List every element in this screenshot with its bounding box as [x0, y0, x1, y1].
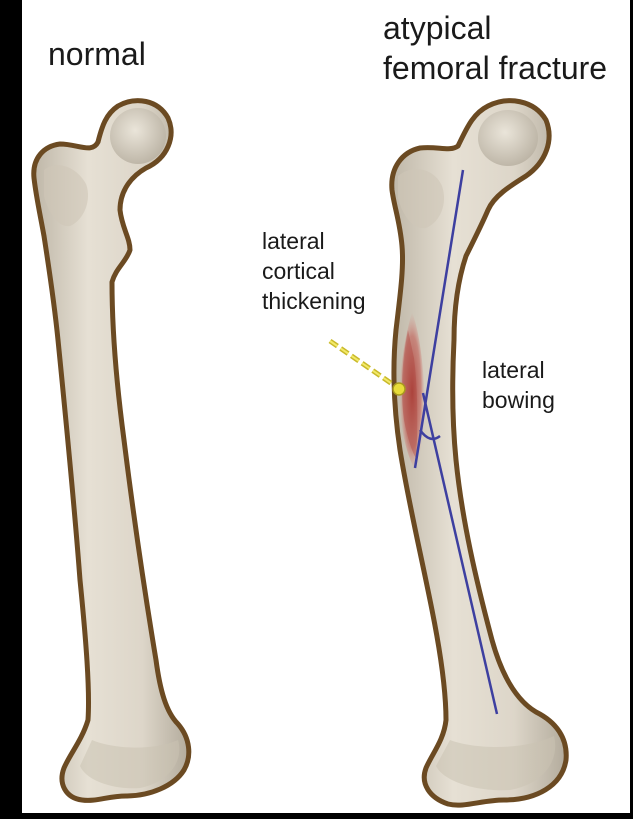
cortical-thickening-label: lateral cortical thickening [262, 226, 366, 316]
affected-femoral-head [478, 110, 538, 166]
bowing-label-line-2: bowing [482, 385, 555, 415]
normal-title: normal [48, 36, 146, 72]
thickening-label-line-1: lateral [262, 226, 366, 256]
affected-title: atypical femoral fracture [383, 8, 607, 88]
lateral-bowing-label: lateral bowing [482, 355, 555, 415]
affected-femur [330, 101, 566, 805]
affected-title-line-1: atypical [383, 8, 607, 48]
bowing-label-line-1: lateral [482, 355, 555, 385]
thickening-label-line-2: cortical [262, 256, 366, 286]
thickening-pointer-dot [393, 383, 405, 395]
normal-femoral-head [110, 108, 166, 164]
affected-title-line-2: femoral fracture [383, 48, 607, 88]
thickening-pointer-line-highlight [330, 341, 398, 388]
thickening-label-line-3: thickening [262, 286, 366, 316]
normal-femur [34, 101, 189, 801]
